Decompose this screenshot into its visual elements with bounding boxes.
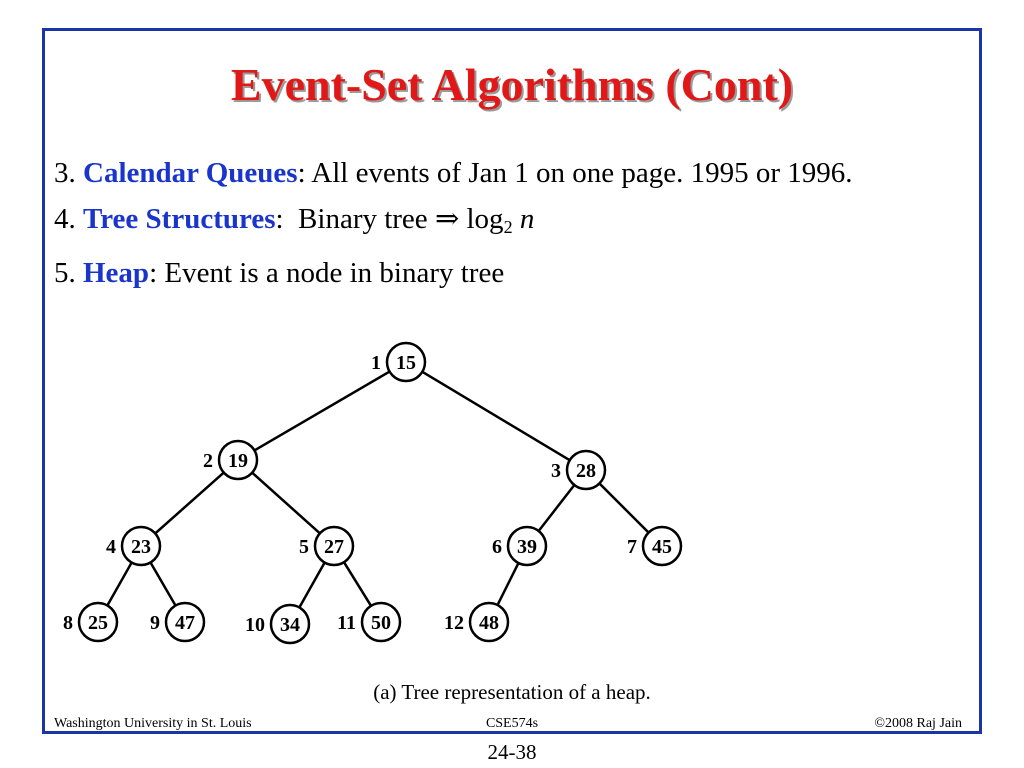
node-index: 3 — [551, 460, 561, 482]
heap-node: 27 5 — [299, 525, 355, 567]
bullet-calendar-queues: 3. Calendar Queues: All events of Jan 1 … — [54, 156, 934, 190]
heap-node: 47 9 — [150, 601, 206, 643]
bullet-tree-structures: 4. Tree Structures: Binary tree ⇒ log2 n — [54, 202, 934, 244]
tree-edge — [298, 561, 326, 609]
heap-node: 15 1 — [371, 341, 427, 383]
heap-node: 25 8 — [63, 601, 119, 643]
node-index: 8 — [63, 612, 73, 634]
tree-nodes: 15 1 19 2 28 3 23 4 27 5 39 6 45 7 25 8 47 9 34 10 50 11 48 12 — [63, 341, 683, 645]
tree-edge — [251, 471, 321, 535]
node-circle — [269, 603, 311, 645]
node-circle — [77, 601, 119, 643]
node-circle — [120, 525, 162, 567]
tree-edge — [496, 562, 520, 606]
heap-node: 48 12 — [444, 601, 510, 643]
node-index: 10 — [245, 614, 265, 636]
heap-node: 23 4 — [106, 525, 162, 567]
node-index: 5 — [299, 536, 309, 558]
tree-edge — [342, 561, 373, 607]
bullet-text: : Binary tree — [275, 203, 435, 235]
tree-edge — [598, 482, 650, 534]
node-value: 15 — [396, 352, 416, 374]
bullet-text: : All events of Jan 1 on one page. 1995 … — [297, 157, 853, 189]
slide-number: 24-38 — [487, 740, 537, 764]
heap-node: 19 2 — [203, 439, 259, 481]
bullet-keyword: Calendar Queues — [83, 157, 298, 189]
heap-node: 50 11 — [337, 601, 402, 643]
node-value: 39 — [517, 536, 537, 558]
tree-edge — [421, 370, 571, 462]
log-variable: n — [519, 203, 535, 235]
node-index: 7 — [627, 536, 637, 558]
tree-edge — [537, 484, 576, 532]
node-index: 11 — [337, 612, 356, 634]
node-circle — [385, 341, 427, 383]
node-circle — [360, 601, 402, 643]
tree-edge — [154, 471, 225, 535]
heap-node: 45 7 — [627, 525, 683, 567]
footer-course: CSE574s — [485, 716, 539, 731]
bullet-text: : Event is a node in binary tree — [149, 257, 505, 289]
node-value: 28 — [576, 460, 596, 482]
heap-node: 28 3 — [551, 449, 607, 491]
tree-edge — [106, 561, 133, 607]
node-index: 6 — [492, 536, 502, 558]
node-circle — [641, 525, 683, 567]
node-circle — [565, 449, 607, 491]
node-value: 45 — [652, 536, 672, 558]
node-circle — [468, 601, 510, 643]
node-value: 47 — [175, 612, 195, 634]
tree-edges — [106, 370, 650, 609]
heap-node: 39 6 — [492, 525, 548, 567]
node-value: 27 — [324, 536, 344, 558]
bullet-list: 3. Calendar Queues: All events of Jan 1 … — [54, 156, 934, 302]
bullet-number: 4. — [54, 203, 76, 235]
node-circle — [506, 525, 548, 567]
node-value: 48 — [479, 612, 499, 634]
tree-edge — [149, 561, 177, 607]
node-index: 9 — [150, 612, 160, 634]
bullet-number: 3. — [54, 157, 76, 189]
log-text: log — [459, 203, 504, 235]
node-circle — [164, 601, 206, 643]
bullet-keyword: Tree Structures — [83, 203, 276, 235]
bullet-number: 5. — [54, 257, 76, 289]
implies-arrow: ⇒ — [434, 203, 460, 235]
bullet-keyword: Heap — [83, 257, 150, 289]
tree-edge — [253, 370, 391, 452]
footer-institution: Washington University in St. Louis — [54, 716, 252, 731]
node-index: 4 — [106, 536, 116, 558]
node-value: 23 — [131, 536, 151, 558]
node-value: 50 — [371, 612, 391, 634]
node-index: 2 — [203, 450, 213, 472]
node-value: 34 — [280, 614, 300, 636]
node-value: 19 — [228, 450, 248, 472]
node-value: 25 — [88, 612, 108, 634]
footer-copyright: ©2008 Raj Jain — [874, 716, 962, 731]
node-circle — [217, 439, 259, 481]
heap-node: 34 10 — [245, 603, 311, 645]
diagram-caption: (a) Tree representation of a heap. — [373, 680, 651, 704]
node-index: 1 — [371, 352, 381, 374]
log-base: 2 — [503, 217, 513, 237]
slide-title: Event-Set Algorithms (Cont) — [230, 59, 794, 110]
bullet-heap: 5. Heap: Event is a node in binary tree — [54, 256, 934, 290]
node-circle — [313, 525, 355, 567]
node-index: 12 — [444, 612, 464, 634]
